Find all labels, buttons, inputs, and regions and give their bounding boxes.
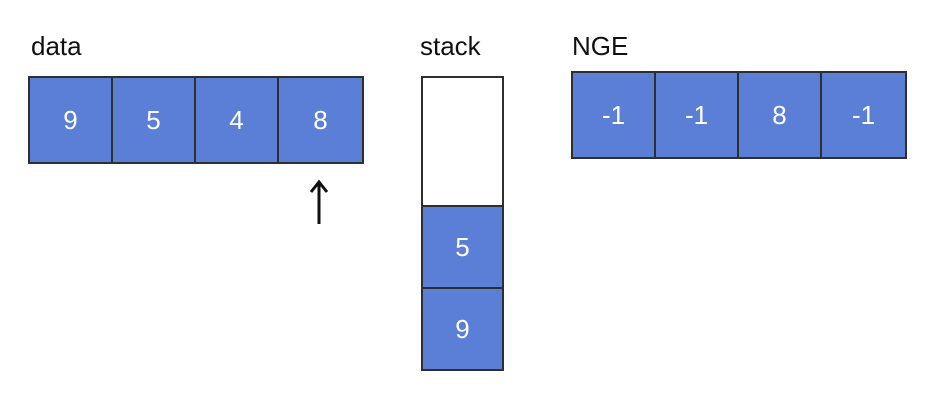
nge-label: NGE (572, 31, 629, 61)
data-array: 9 5 4 8 (28, 76, 364, 164)
up-arrow-icon (309, 179, 329, 224)
data-cell: 9 (30, 78, 113, 162)
stack-label: stack (420, 31, 481, 61)
data-cell: 5 (113, 78, 196, 162)
stack-item: 5 (423, 205, 502, 287)
nge-array: -1 -1 8 -1 (571, 71, 907, 159)
nge-cell: -1 (822, 73, 905, 157)
nge-cell: 8 (739, 73, 822, 157)
stack-container: 5 9 (421, 76, 504, 371)
data-label: data (31, 31, 82, 61)
nge-cell: -1 (573, 73, 656, 157)
data-cell: 8 (279, 78, 362, 162)
stack-item: 9 (423, 287, 502, 369)
data-cell: 4 (196, 78, 279, 162)
nge-cell: -1 (656, 73, 739, 157)
